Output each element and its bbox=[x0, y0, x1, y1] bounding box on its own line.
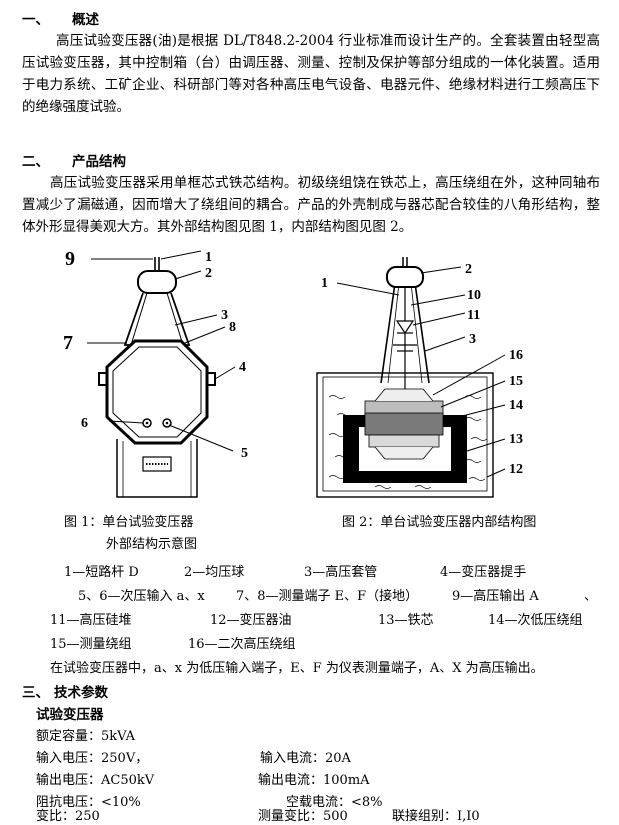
figure1-label: 4 bbox=[239, 360, 246, 375]
section3-subtitle: 试验变压器 bbox=[36, 707, 104, 723]
legend-item: 1—短路杆 D bbox=[64, 565, 139, 580]
figure2-label: 14 bbox=[509, 398, 523, 413]
legend-item: 4—变压器提手 bbox=[440, 565, 527, 580]
section3-title: 技术参数 bbox=[54, 685, 108, 701]
param-connection-group: 联接组别：I,I0 bbox=[392, 809, 480, 824]
terminal-note: 在试验变压器中，a、x 为低压输入端子，E、F 为仪表测量端子，A、X 为高压输… bbox=[50, 661, 544, 676]
param-input-current: 输入电流：20A bbox=[260, 751, 351, 766]
figure1-label: 6 bbox=[81, 416, 88, 431]
figure1-caption-line2: 外部结构示意图 bbox=[106, 537, 198, 552]
figure1-caption-line1: 图 1：单台试验变压器 bbox=[64, 515, 194, 530]
section1-body: 高压试验变压器(油)是根据 DL/T848.2-2004 行业标准而设计生产的。… bbox=[22, 33, 600, 115]
param-rated-capacity: 额定容量：5kVA bbox=[36, 729, 136, 744]
figure2-label: 11 bbox=[467, 308, 480, 323]
param-ratio: 变比：250 bbox=[36, 809, 100, 824]
figure2-label: 15 bbox=[509, 374, 523, 389]
figure2-internal-structure: 1 2 10 11 3 16 15 14 13 12 bbox=[316, 257, 523, 498]
legend-item: 16—二次高压绕组 bbox=[188, 637, 296, 652]
figure2-label: 12 bbox=[509, 462, 523, 477]
param-input-voltage: 输入电压：250V， bbox=[36, 751, 149, 766]
figure1-external-structure: 9 1 2 3 8 7 4 6 5 bbox=[63, 248, 248, 498]
figure1-label: 7 bbox=[63, 332, 73, 354]
legend-item: 12—变压器油 bbox=[210, 613, 292, 628]
figure2-caption: 图 2：单台试验变压器内部结构图 bbox=[342, 515, 537, 530]
legend-item: 7、8—测量端子 E、F（接地） bbox=[236, 589, 419, 604]
figure1-label: 1 bbox=[205, 250, 212, 265]
figure1-label: 2 bbox=[205, 266, 212, 281]
section3-number: 三、 bbox=[22, 685, 49, 701]
figure1-label: 8 bbox=[229, 320, 236, 335]
legend-item: 11—高压硅堆 bbox=[50, 613, 132, 628]
figure2-label: 1 bbox=[321, 276, 328, 291]
figure2-label: 2 bbox=[465, 262, 472, 277]
section2-title: 产品结构 bbox=[72, 154, 126, 170]
legend-item: 5、6—次压输入 a、x bbox=[78, 589, 205, 604]
figure2-label: 13 bbox=[509, 432, 523, 447]
param-output-current: 输出电流：100mA bbox=[258, 773, 370, 788]
legend-item: 15—测量绕组 bbox=[50, 637, 132, 652]
param-output-voltage: 输出电压：AC50kV bbox=[36, 773, 155, 788]
figure1-label: 9 bbox=[65, 248, 75, 270]
section1-number: 一、 bbox=[22, 12, 49, 28]
legend-item: 14—次低压绕组 bbox=[488, 613, 583, 628]
section2-body: 高压试验变压器采用单框芯式铁芯结构。初级绕组饶在铁芯上，高压绕组在外，这种同轴布… bbox=[22, 175, 600, 235]
figure2-label: 10 bbox=[467, 288, 481, 303]
figure2-label: 3 bbox=[469, 332, 476, 347]
legend-item: 13—铁芯 bbox=[378, 613, 434, 628]
legend-item: 9—高压输出 A bbox=[452, 589, 539, 604]
legend-item: 2—均压球 bbox=[184, 565, 245, 580]
legend-separator: 、 bbox=[584, 589, 598, 604]
figure1-label: 5 bbox=[241, 446, 248, 461]
legend-item: 3—高压套管 bbox=[304, 565, 378, 580]
param-measure-ratio: 测量变比：500 bbox=[258, 809, 348, 824]
section1-title: 概述 bbox=[72, 12, 99, 28]
param-no-load-current: 空载电流：<8% bbox=[286, 795, 383, 810]
figure1-label: 3 bbox=[221, 308, 228, 323]
figure2-label: 16 bbox=[509, 348, 523, 363]
section2-number: 二、 bbox=[22, 154, 49, 170]
param-impedance-voltage: 阻抗电压：<10% bbox=[36, 795, 141, 810]
